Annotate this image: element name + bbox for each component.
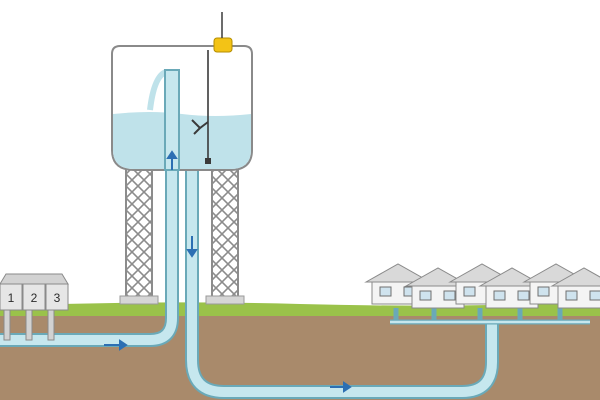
pump-label-3: 3 xyxy=(54,291,61,305)
pump-label-2: 2 xyxy=(31,291,38,305)
water-tank xyxy=(111,45,253,171)
house-icon xyxy=(550,267,600,309)
pump-label-1: 1 xyxy=(8,291,15,305)
tower-leg-left xyxy=(119,167,159,305)
town xyxy=(364,263,600,309)
tank-water xyxy=(113,112,251,169)
tower-leg-right xyxy=(205,167,245,305)
grass xyxy=(0,302,600,316)
level-sensor-icon xyxy=(191,37,233,164)
pump-station: 1 2 3 xyxy=(0,273,69,341)
flow-arrow-icon xyxy=(104,150,352,393)
